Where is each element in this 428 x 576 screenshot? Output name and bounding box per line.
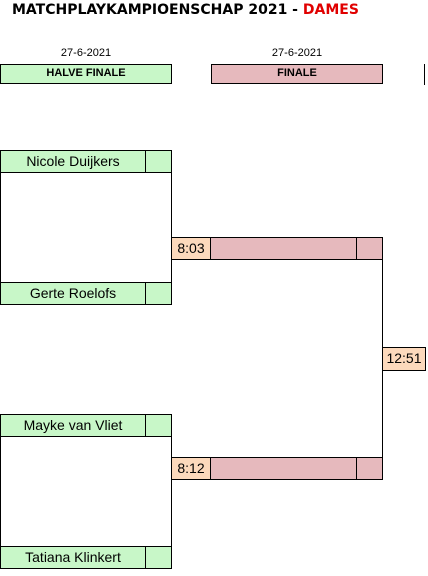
next-column-edge [424,64,425,85]
player-name: Mayke van Vliet [23,417,123,433]
finalist-name [211,458,356,479]
finalist-score[interactable] [356,458,382,479]
player-score[interactable] [145,415,171,436]
bracket-line [171,436,172,547]
bracket-line [0,436,1,547]
final-player-1[interactable] [210,237,383,260]
semifinal-1-player-1[interactable]: Nicole Duijkers [0,150,172,173]
player-score[interactable] [145,283,171,304]
player-score[interactable] [145,151,171,172]
semifinal-2-player-1[interactable]: Mayke van Vliet [0,414,172,437]
bracket-line [0,172,1,283]
title-main: MATCHPLAYKAMPIOENSCHAP 2021 - [12,2,303,18]
semifinal-2-time: 8:12 [171,457,211,480]
player-name: Gerte Roelofs [29,285,117,301]
player-name: Nicole Duijkers [26,153,120,169]
player-name: Tatiana Klinkert [25,549,121,565]
semifinal-1-time: 8:03 [171,237,211,260]
semifinal-header: HALVE FINALE [0,64,172,84]
final-player-2[interactable] [210,457,383,480]
final-header: FINALE [211,64,383,84]
player-score[interactable] [145,547,171,568]
final-time: 12:51 [382,347,426,371]
finalist-score[interactable] [356,238,382,259]
bracket-line [171,172,172,283]
finalist-name [211,238,356,259]
page-title: MATCHPLAYKAMPIOENSCHAP 2021 - DAMES [12,2,359,18]
semifinal-date: 27-6-2021 [60,47,112,59]
title-accent: DAMES [302,2,359,18]
semifinal-1-player-2[interactable]: Gerte Roelofs [0,282,172,305]
semifinal-2-player-2[interactable]: Tatiana Klinkert [0,546,172,569]
final-date: 27-6-2021 [271,47,323,59]
